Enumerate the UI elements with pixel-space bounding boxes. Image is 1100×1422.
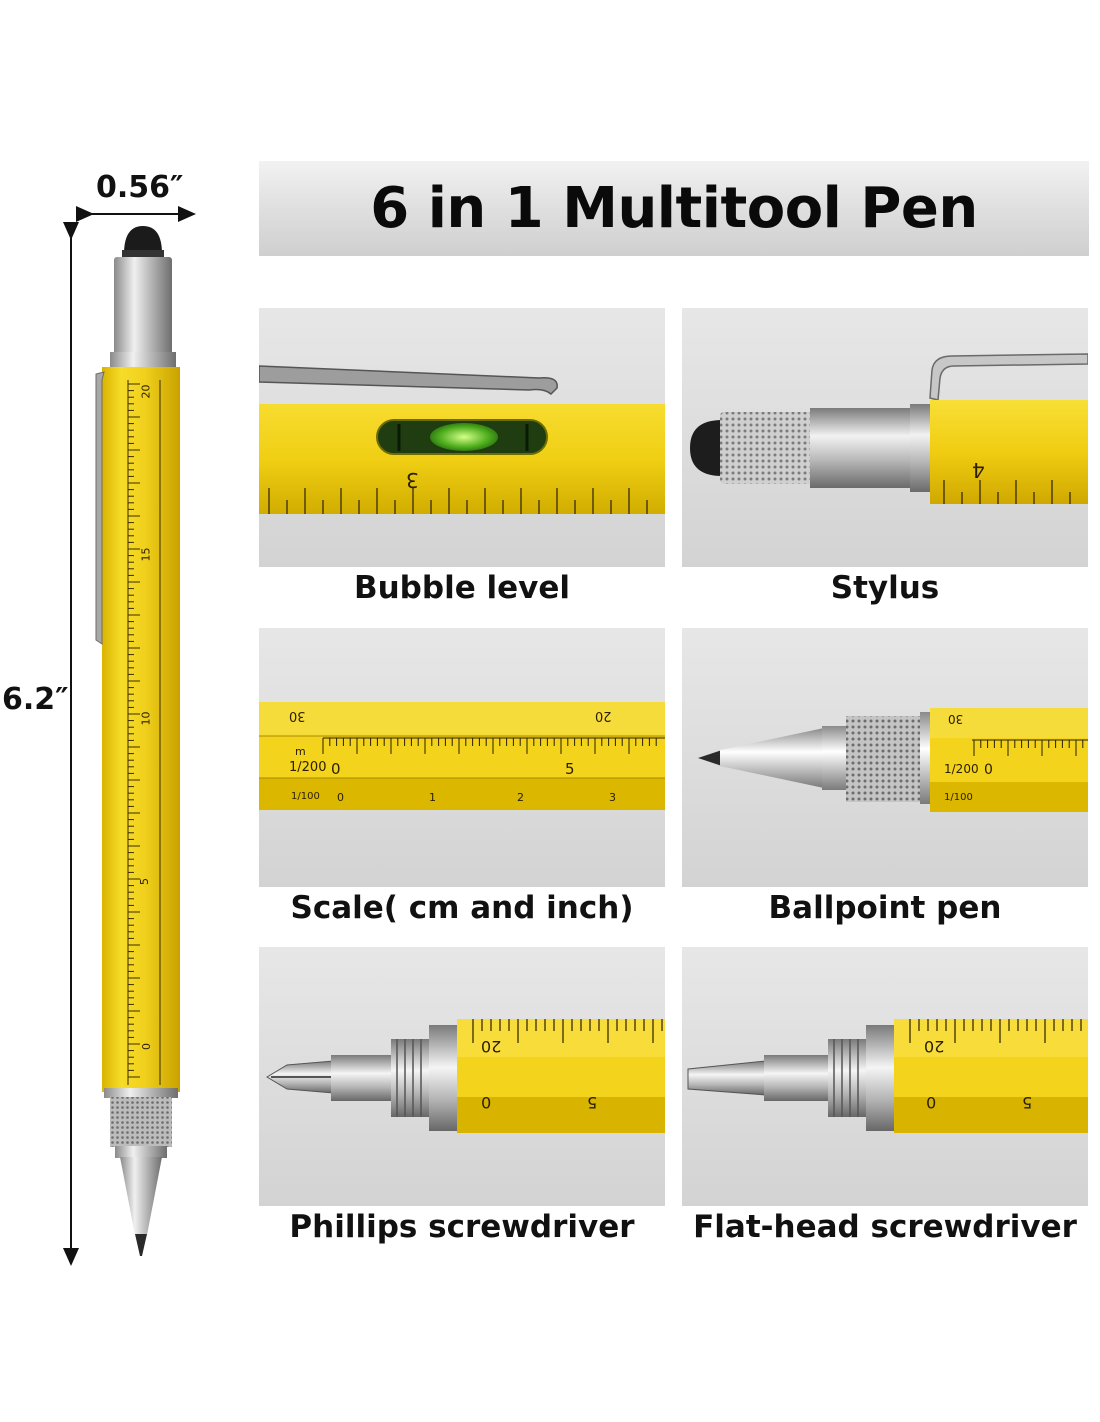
- panel-bubble-level: 3: [259, 308, 665, 567]
- chrome-ring: [910, 404, 932, 492]
- scale-number: 5: [565, 760, 575, 778]
- chrome-ring: [822, 726, 846, 790]
- caption-flat-head-screwdriver: Flat-head screwdriver: [693, 1209, 1077, 1245]
- pen-scale-15: 15: [139, 547, 153, 562]
- bit-hex: [331, 1055, 393, 1101]
- bubble-level-image: [259, 365, 665, 514]
- scale-number: 0: [984, 762, 993, 778]
- chrome-ring: [920, 712, 932, 804]
- caption-scale: Scale( cm and inch): [290, 890, 634, 926]
- pen-scale-0: 0: [140, 1043, 153, 1050]
- inverted-scale-label: 5: [1022, 1093, 1033, 1112]
- inverted-scale-label: 20: [924, 1037, 945, 1056]
- pen-clip: [929, 353, 1088, 401]
- ratio-label: 1/100: [291, 791, 320, 802]
- bottom-ring: [104, 1088, 178, 1098]
- pen-ruler: [128, 383, 140, 1078]
- caption-ballpoint-pen: Ballpoint pen: [768, 890, 1002, 926]
- inverted-scale-label: 20: [595, 708, 612, 723]
- ratio-label: 1/200: [944, 762, 979, 776]
- pen-scale-20: 20: [139, 384, 153, 399]
- pen-tip: [698, 750, 722, 766]
- ballpoint-pen-image: [698, 708, 1088, 812]
- grip-ring: [115, 1146, 167, 1158]
- pen-scale-10: 10: [139, 711, 153, 726]
- inverted-scale-label: 5: [587, 1093, 598, 1112]
- pen-clip: [95, 371, 105, 645]
- pen-diagram: [63, 206, 196, 1266]
- knurled-cap: [720, 412, 812, 484]
- pen-cone: [720, 728, 824, 788]
- panel-scale: 30 20 m 1/200 0 5 1/100 0 1 2 3: [259, 628, 665, 887]
- inverted-scale-label: 0: [481, 1093, 492, 1112]
- ruler-number: 3: [406, 468, 419, 492]
- inverted-scale-label: 0: [926, 1093, 937, 1112]
- phillips-screwdriver-image: [266, 1019, 665, 1133]
- panel-ballpoint-pen: 30 1/200 0 1/100: [682, 628, 1088, 887]
- pen-scale-5: 5: [138, 878, 151, 885]
- ruler-number: 4: [972, 458, 985, 482]
- yellow-body: [930, 400, 1088, 504]
- chrome-ring: [429, 1025, 459, 1131]
- pen-body: [102, 367, 180, 1092]
- scale-number: 1: [429, 791, 436, 804]
- chrome-cap: [810, 408, 914, 488]
- scale-image: [259, 702, 665, 810]
- scale-number: 0: [337, 791, 344, 804]
- pen-cone: [120, 1157, 162, 1235]
- ratio-label: 1/200: [289, 760, 327, 775]
- ratio-label: 1/100: [944, 792, 973, 803]
- pen-tip: [135, 1234, 147, 1256]
- chrome-ring: [866, 1025, 896, 1131]
- title-banner: 6 in 1 Multitool Pen: [259, 161, 1089, 256]
- panel-stylus: 4: [682, 308, 1088, 567]
- inverted-scale-label: 20: [481, 1037, 502, 1056]
- width-dimension-label: 0.56″: [96, 170, 184, 205]
- ratio-label: m: [295, 745, 306, 758]
- inverted-scale-label: 30: [948, 712, 964, 726]
- flat-head-bit: [687, 1060, 767, 1096]
- bit-hex: [764, 1055, 830, 1101]
- scale-number: 2: [517, 791, 524, 804]
- caption-bubble-level: Bubble level: [353, 570, 571, 606]
- top-ring: [110, 352, 176, 368]
- inverted-scale-label: 30: [289, 708, 306, 723]
- top-chrome-cap: [114, 257, 172, 357]
- panel-flat-head-screwdriver: 20 0 5: [682, 947, 1088, 1206]
- scale-number: 3: [609, 791, 616, 804]
- stylus-tip: [124, 226, 162, 254]
- stylus-collar: [122, 250, 164, 258]
- pen-clip: [259, 365, 558, 396]
- height-dimension-label: 6.2″: [2, 682, 69, 717]
- caption-stylus: Stylus: [830, 570, 940, 606]
- stylus-image: [690, 353, 1088, 504]
- stylus-tip: [690, 420, 722, 476]
- knurled-grip: [110, 1097, 172, 1147]
- page-title: 6 in 1 Multitool Pen: [370, 176, 978, 241]
- bubble-icon: [430, 423, 498, 451]
- knurled-grip: [846, 716, 922, 802]
- caption-phillips-screwdriver: Phillips screwdriver: [289, 1209, 635, 1245]
- flat-head-screwdriver-image: [687, 1019, 1088, 1133]
- scale-number: 0: [331, 760, 341, 778]
- panel-phillips-screwdriver: 20 0 5: [259, 947, 665, 1206]
